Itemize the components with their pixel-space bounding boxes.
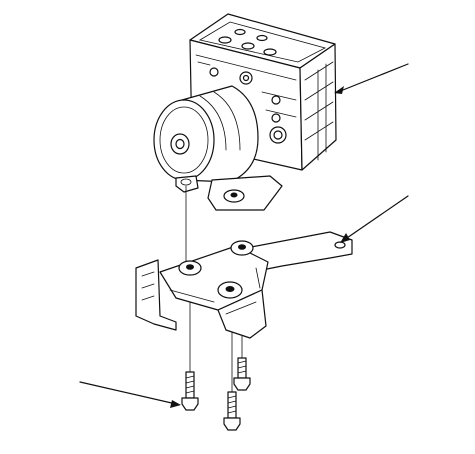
port-3 bbox=[263, 48, 277, 56]
leader-bracket-arrow bbox=[340, 233, 350, 243]
modulator-side-ribs bbox=[304, 61, 334, 161]
flange-bolt-1 bbox=[181, 371, 199, 411]
flange-bolts bbox=[181, 357, 251, 431]
bolt-1-thread bbox=[185, 375, 195, 394]
flange-bolt-2 bbox=[233, 357, 251, 391]
foot-lug bbox=[175, 175, 199, 193]
callout-leaders bbox=[79, 63, 409, 408]
mounting-bracket bbox=[135, 231, 353, 339]
bolt-3-head bbox=[223, 417, 241, 431]
port-2 bbox=[241, 42, 255, 50]
modulator-mounting-foot bbox=[175, 175, 283, 211]
flange-bolt-3 bbox=[223, 391, 241, 431]
outlet-3 bbox=[271, 95, 281, 105]
leader-modulator-arrow bbox=[334, 86, 344, 94]
bracket-flange-slots bbox=[141, 271, 155, 301]
bracket-grommet-1-hole bbox=[186, 264, 194, 270]
leader-bolts-arrow bbox=[170, 400, 181, 408]
motor-body-lines bbox=[199, 91, 241, 151]
bracket-lower-leg bbox=[217, 289, 267, 339]
bracket-left-flange bbox=[135, 259, 177, 331]
bracket-grommet-2-hole bbox=[238, 244, 246, 250]
bolt-1-head bbox=[181, 397, 199, 411]
bolt-2-thread bbox=[237, 360, 247, 374]
foot-plate bbox=[207, 175, 283, 211]
modulator-top-rim bbox=[198, 21, 327, 63]
bracket-arm-hole bbox=[334, 241, 346, 249]
bracket-grommet-3-hole bbox=[225, 286, 235, 292]
foot-grommet-hole bbox=[230, 192, 238, 198]
bolt-3-thread bbox=[227, 395, 237, 414]
outlet-4 bbox=[271, 113, 281, 123]
outlet-1-inner bbox=[242, 74, 250, 82]
connector-socket-inner bbox=[273, 130, 283, 140]
port-5 bbox=[256, 34, 268, 42]
motor-end-ring bbox=[159, 106, 209, 174]
leader-flange-bolts bbox=[79, 381, 177, 405]
port-1 bbox=[218, 36, 232, 44]
pump-motor bbox=[153, 85, 259, 183]
outlet-2 bbox=[209, 67, 219, 77]
port-4 bbox=[234, 28, 246, 36]
leader-mounting-bracket bbox=[343, 195, 409, 241]
bolt-2-head bbox=[233, 377, 251, 391]
motor-shaft bbox=[175, 138, 185, 150]
bracket-detail-lines bbox=[169, 267, 261, 315]
leader-modulator-unit bbox=[337, 63, 409, 93]
foot-lug-hole bbox=[180, 178, 192, 186]
modulator-front-detail bbox=[195, 54, 297, 118]
